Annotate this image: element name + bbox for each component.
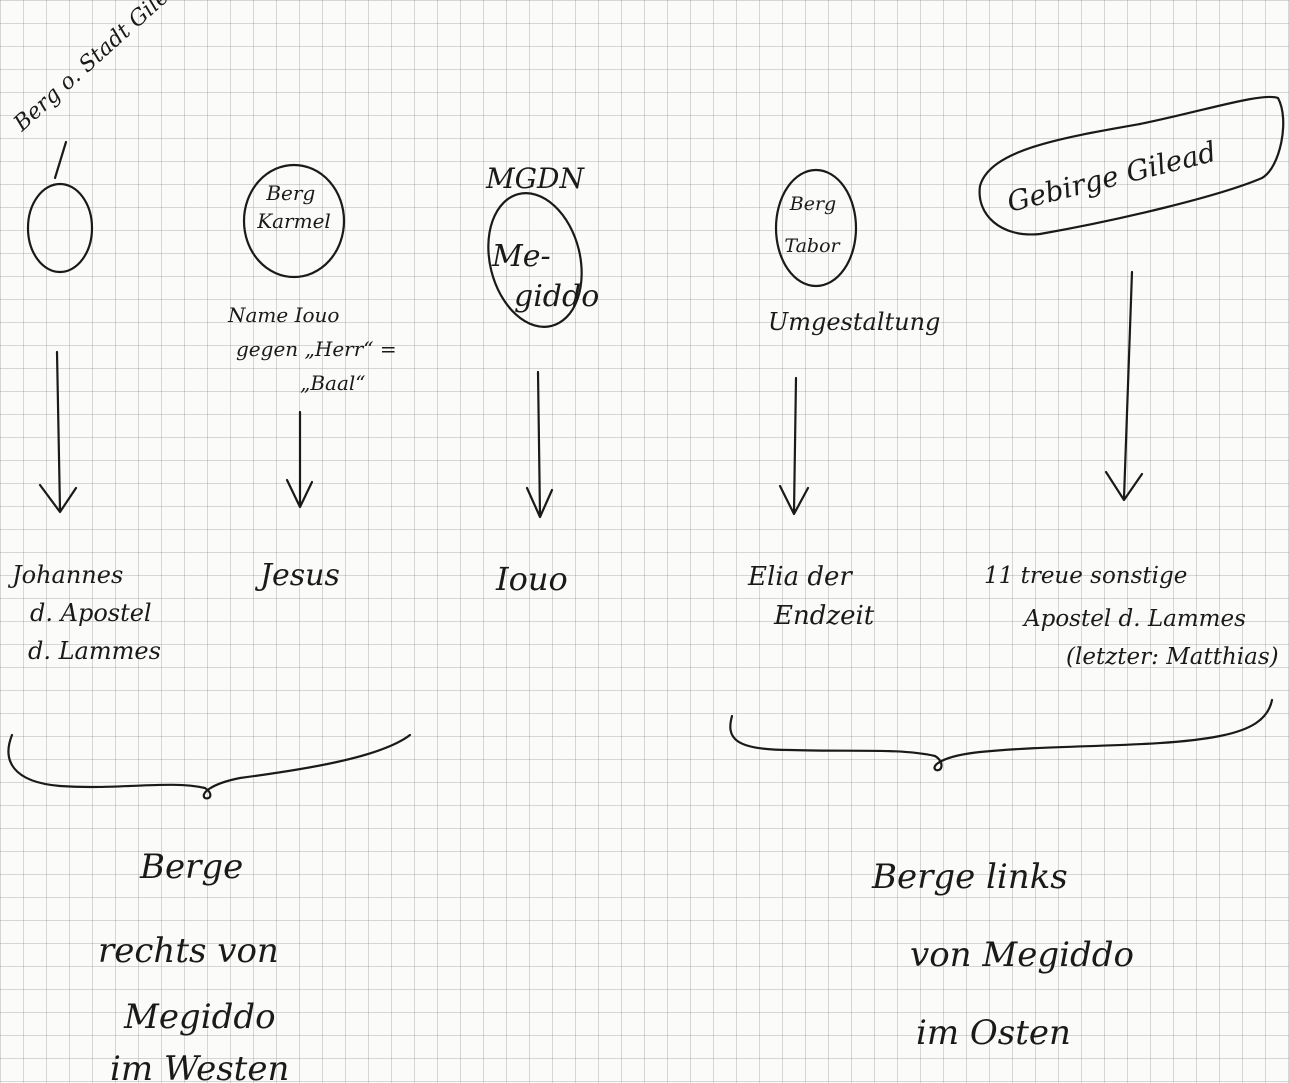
megiddo-top-note: MGDN (485, 162, 585, 195)
west-brace (7, 733, 412, 800)
karmel-circle-label: Berg Karmel (256, 181, 331, 233)
gebirge-gilead-shape (978, 95, 1285, 236)
tabor-note: Umgestaltung (768, 308, 940, 336)
gebirge-gilead-arrow (1104, 270, 1144, 502)
tabor-circle-label: Berg Tabor (784, 193, 842, 257)
column-gebirge-gilead: Gebirge Gilead 11 treue sonstige Apostel… (978, 95, 1285, 670)
gebirge-gilead-result: 11 treue sonstige Apostel d. Lammes (let… (984, 563, 1279, 670)
karmel-result: Jesus (254, 558, 340, 593)
tabor-circle (774, 168, 858, 288)
column-gilead: Berg o. Stadt Gilead Johannes d. Apostel… (7, 0, 194, 665)
megiddo-circle-label: Me- giddo (491, 239, 599, 314)
gilead-arrow (38, 350, 78, 514)
gilead-top-note: Berg o. Stadt Gilead (9, 0, 195, 137)
column-tabor: Berg Tabor Umgestaltung Elia der Endzeit (747, 168, 940, 631)
column-megiddo: MGDN Me- giddo Iouo (485, 162, 599, 598)
karmel-arrow (285, 410, 314, 509)
east-brace (729, 698, 1274, 772)
gilead-circle (26, 182, 94, 274)
gilead-result: Johannes d. Apostel d. Lammes (7, 561, 161, 665)
tabor-result: Elia der Endzeit (747, 562, 875, 631)
megiddo-circle (487, 192, 583, 328)
column-karmel: Berg Karmel Name Iouo gegen „Herr“ = „Ba… (227, 163, 403, 593)
tabor-arrow (778, 376, 810, 516)
megiddo-result: Iouo (495, 560, 568, 598)
west-label: Berge rechts von Megiddo im Westen (98, 847, 290, 1083)
group-west: Berge rechts von Megiddo im Westen (7, 733, 412, 1083)
karmel-circle (242, 163, 346, 279)
karmel-note: Name Iouo gegen „Herr“ = „Baal“ (227, 303, 403, 395)
megiddo-arrow (525, 370, 554, 519)
gilead-pointer-line (53, 140, 68, 180)
east-label: Berge links von Megiddo im Osten (871, 857, 1145, 1053)
gebirge-gilead-label: Gebirge Gilead (1004, 135, 1220, 219)
group-east: Berge links von Megiddo im Osten (729, 698, 1274, 1053)
